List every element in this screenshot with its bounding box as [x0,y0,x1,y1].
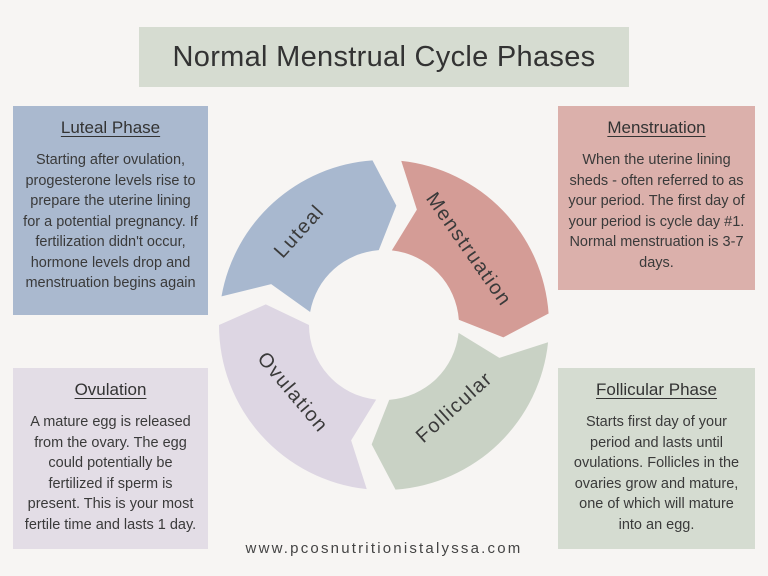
follicular-phase-description: Starts first day of your period and last… [573,414,740,533]
title-box: Normal Menstrual Cycle Phases [139,27,629,87]
cycle-segment-ovulation [219,304,377,490]
menstruation-description: When the uterine lining sheds - often re… [568,152,745,271]
ovulation-card: Ovulation A mature egg is released from … [13,368,208,549]
cycle-segment-follicular [371,332,549,490]
follicular-phase-heading: Follicular Phase [596,380,717,399]
cycle-segment-menstruation [391,160,549,338]
menstruation-card: Menstruation When the uterine lining she… [558,106,755,290]
ovulation-description: A mature egg is released from the ovary.… [24,414,197,533]
cycle-segment-luteal [221,160,397,312]
luteal-phase-heading: Luteal Phase [60,118,161,137]
luteal-phase-description: Starting after ovulation, progesterone l… [23,152,198,291]
page-title: Normal Menstrual Cycle Phases [172,40,596,73]
website-url: www.pcosnutritionistalyssa.com [245,540,523,557]
menstruation-heading: Menstruation [607,118,706,137]
ovulation-heading: Ovulation [74,380,147,399]
luteal-phase-card: Luteal Phase Starting after ovulation, p… [13,106,208,315]
follicular-phase-card: Follicular Phase Starts first day of you… [558,368,755,549]
